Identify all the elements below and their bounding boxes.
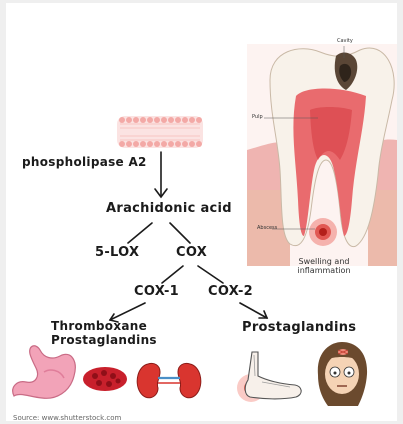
tooth-cross-section-illustration	[247, 44, 397, 266]
prostaglandins-cox1-label: Prostaglandins	[51, 333, 157, 347]
inflamed-foot-icon	[237, 352, 301, 402]
membrane-icon	[117, 116, 203, 148]
abscess-label: Abscess	[257, 225, 277, 231]
tooth-caption-line1: Swelling and	[286, 257, 362, 266]
pulp-label: Pulp	[252, 114, 263, 120]
headache-face-icon	[318, 342, 367, 406]
cox1-label: COX-1	[134, 284, 179, 299]
source-credit: Source: www.shutterstock.com	[13, 414, 121, 422]
line-to-cox2	[198, 266, 223, 283]
arachidonic-acid-label: Arachidonic acid	[106, 201, 232, 216]
phospholipase-a2-label: phospholipase A2	[22, 155, 147, 169]
prostaglandins-cox2-label: Prostaglandins	[242, 320, 356, 335]
thromboxane-label: Thromboxane	[51, 319, 147, 333]
arrow-to-prostaglandins	[240, 303, 267, 318]
five-lox-label: 5-LOX	[95, 245, 139, 260]
kidneys-icon	[137, 363, 201, 397]
arrow-to-thromboxane	[110, 303, 145, 320]
cox-label: COX	[176, 245, 207, 260]
cox2-label: COX-2	[208, 284, 253, 299]
line-to-cox1	[162, 266, 183, 283]
tooth-caption-line2: inflammation	[286, 266, 362, 275]
cavity-label: Cavity	[337, 38, 353, 44]
stomach-icon	[13, 346, 75, 399]
line-to-cox	[170, 223, 190, 243]
platelets-icon	[83, 367, 127, 391]
line-to-5lox	[128, 223, 152, 243]
